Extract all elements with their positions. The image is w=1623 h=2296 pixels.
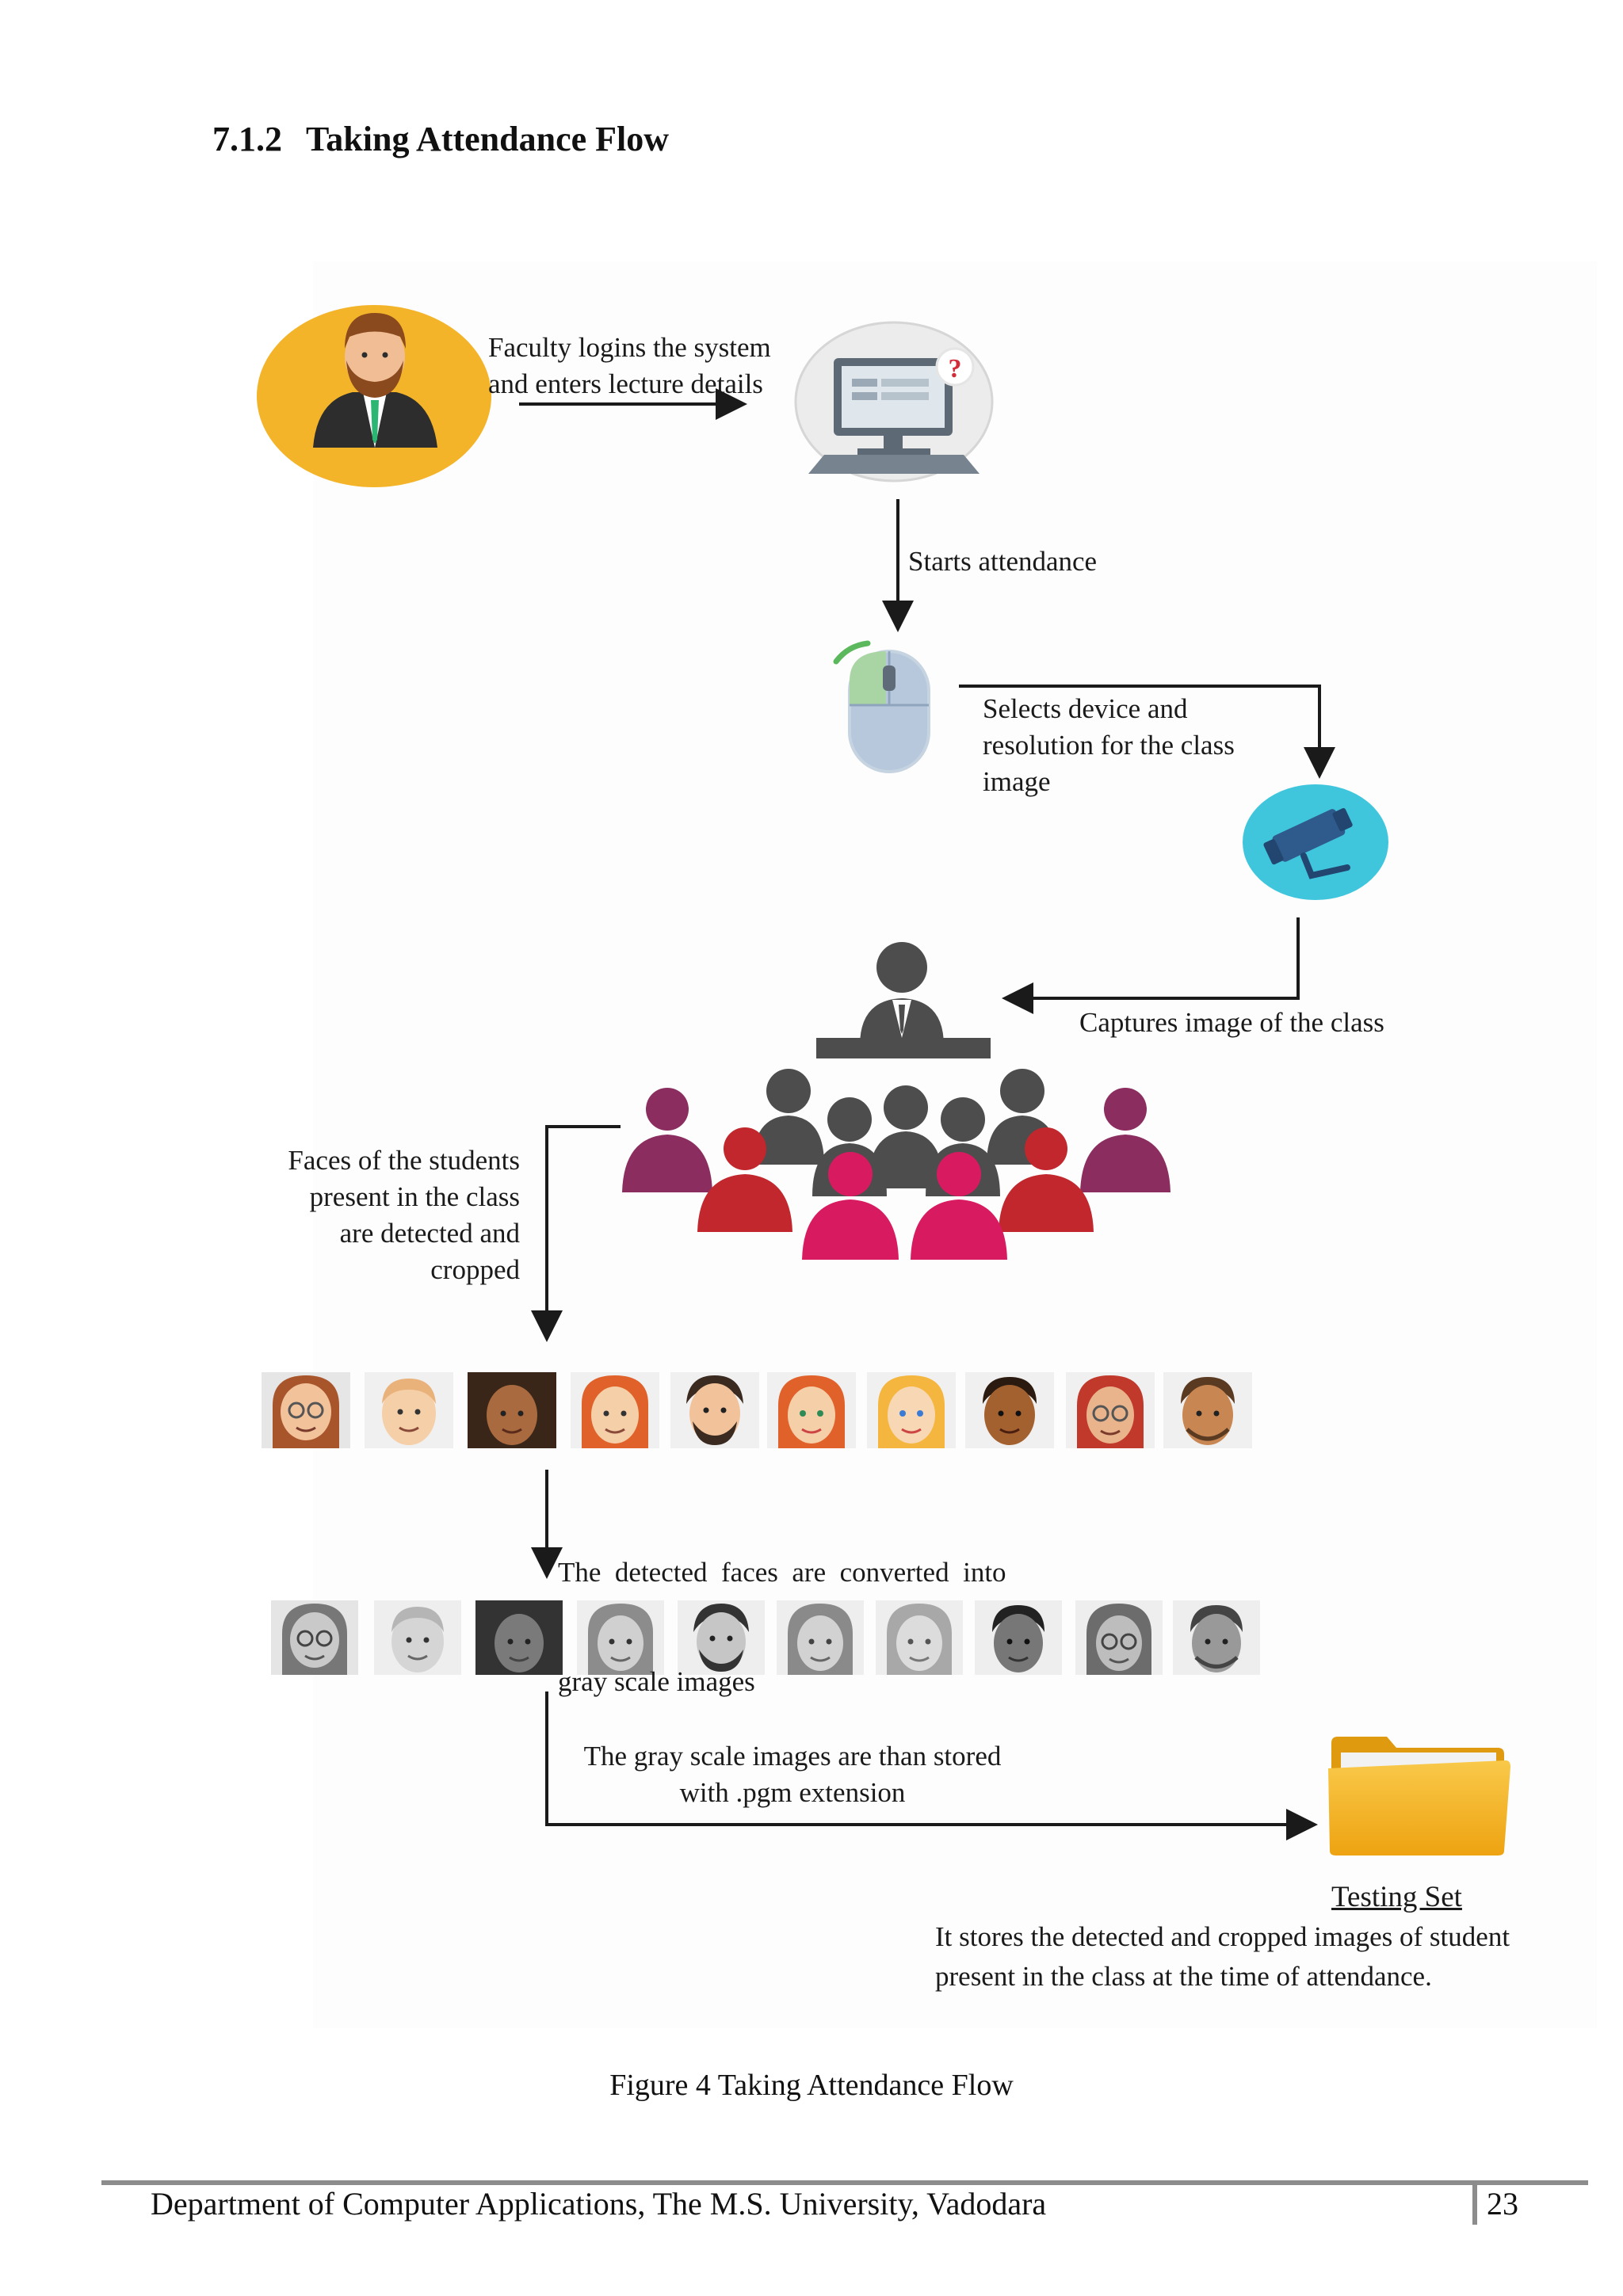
- label-login-line: and enters lecture details: [488, 368, 763, 399]
- label-convert-line: The detected faces are converted into: [558, 1557, 1006, 1588]
- footer-divider: [1472, 2185, 1477, 2225]
- face-icon: [678, 1600, 765, 1675]
- svg-text:?: ?: [949, 354, 962, 383]
- computer-icon: [794, 321, 994, 482]
- label-select-line: Selects device and: [983, 693, 1188, 724]
- section-title: Taking Attendance Flow: [306, 120, 670, 158]
- face-icon: [975, 1600, 1062, 1675]
- label-start: Starts attendance: [908, 546, 1098, 577]
- label-detect-line: present in the class: [309, 1181, 520, 1212]
- label-store: The gray scale images are than stored wi…: [571, 1738, 1014, 1811]
- label-detect-line: are detected and: [339, 1218, 520, 1249]
- face-icon: [577, 1600, 664, 1675]
- gray-faces-row: [271, 1600, 1260, 1675]
- label-capture: Captures image of the class: [1079, 1007, 1384, 1038]
- label-store-line: The gray scale images are than stored: [583, 1741, 1002, 1772]
- webcam-icon: [1243, 784, 1388, 900]
- arrow-detect: [531, 1125, 621, 1342]
- face-icon: [475, 1600, 563, 1675]
- face-icon: [670, 1372, 759, 1448]
- face-icon: [965, 1372, 1054, 1448]
- testing-set-description-line: It stores the detected and cropped image…: [935, 1921, 1510, 1952]
- label-login: Faculty logins the system and enters lec…: [488, 330, 771, 402]
- label-convert: The detected faces are converted into gr…: [558, 1482, 1006, 1737]
- face-icon: [262, 1372, 350, 1448]
- face-icon: [365, 1372, 453, 1448]
- faculty-avatar-icon: [257, 305, 491, 487]
- arrow-capture: [1002, 917, 1300, 1014]
- arrow-store: [545, 1691, 1318, 1840]
- label-login-line: Faculty logins the system: [488, 332, 771, 363]
- face-icon: [1075, 1600, 1163, 1675]
- testing-set-title: Testing Set: [1331, 1881, 1462, 1913]
- footer-rule: [101, 2180, 1588, 2185]
- color-faces-row: [262, 1372, 1252, 1448]
- question-badge-icon: ?: [935, 347, 975, 387]
- section-number: 7.1.2: [212, 120, 282, 158]
- mouse-icon: [833, 640, 930, 773]
- face-icon: [1066, 1372, 1155, 1448]
- classroom-icon: [622, 942, 1170, 1260]
- label-detect-line: Faces of the students: [288, 1145, 520, 1176]
- label-store-line: with .pgm extension: [679, 1777, 906, 1808]
- testing-set-description-line: present in the class at the time of atte…: [935, 1961, 1432, 1992]
- page-number: 23: [1487, 2186, 1518, 2222]
- label-select-line: resolution for the class: [983, 730, 1235, 761]
- folder-icon: [1328, 1737, 1510, 1855]
- face-icon: [468, 1372, 556, 1448]
- testing-set-description: It stores the detected and cropped image…: [935, 1917, 1510, 1997]
- face-icon: [1163, 1372, 1252, 1448]
- section-heading: 7.1.2 Taking Attendance Flow: [212, 119, 669, 159]
- face-icon: [867, 1372, 956, 1448]
- label-select-line: image: [983, 766, 1051, 797]
- arrow-select: [959, 685, 1335, 779]
- face-icon: [1173, 1600, 1260, 1675]
- face-icon: [767, 1372, 856, 1448]
- figure-caption: Figure 4 Taking Attendance Flow: [609, 2069, 1014, 2102]
- face-icon: [777, 1600, 864, 1675]
- face-icon: [571, 1372, 659, 1448]
- label-detect-line: cropped: [430, 1254, 520, 1285]
- face-icon: [876, 1600, 963, 1675]
- label-convert-line: gray scale images: [558, 1666, 755, 1697]
- footer-department: Department of Computer Applications, The…: [151, 2186, 1047, 2222]
- face-icon: [271, 1600, 358, 1675]
- label-detect: Faces of the students present in the cla…: [238, 1142, 520, 1288]
- label-select: Selects device and resolution for the cl…: [983, 691, 1235, 800]
- face-icon: [374, 1600, 461, 1675]
